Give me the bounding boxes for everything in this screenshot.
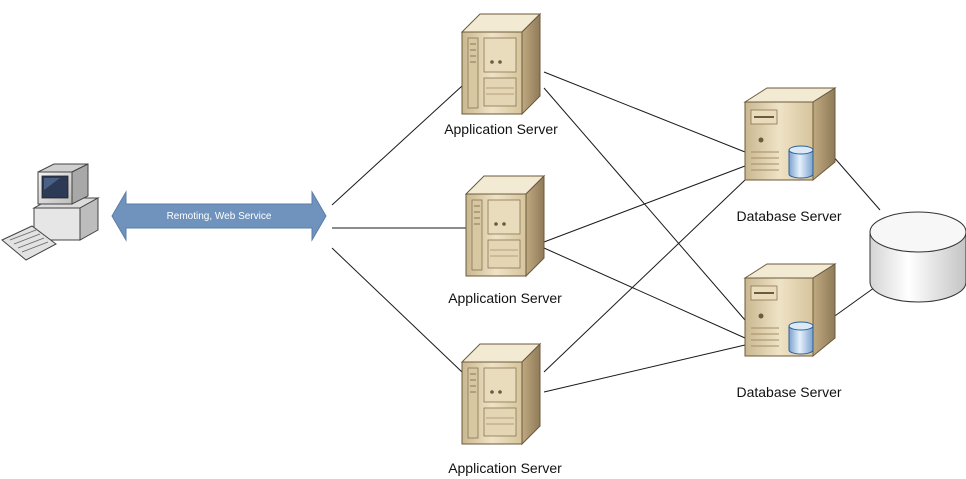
db-server-1: Database Server (736, 87, 842, 224)
db-server-label: Database Server (736, 208, 841, 224)
link-app2-db2 (543, 247, 746, 339)
app-server-3: Application Server (448, 343, 562, 476)
link-hub-app3 (331, 247, 463, 373)
connection-lines (331, 71, 881, 393)
link-app3-db2 (543, 344, 746, 393)
link-app2-db1 (543, 165, 746, 243)
database-server-icon (744, 263, 836, 357)
app-server-label: Application Server (448, 290, 562, 306)
storage-disk-icon (869, 211, 966, 303)
tower-server-icon (461, 343, 541, 445)
workstation-icon (1, 163, 100, 261)
database-server-icon (744, 87, 836, 181)
link-db2-storage (831, 284, 879, 319)
app-server-2: Application Server (448, 175, 562, 306)
app-server-label: Application Server (444, 121, 558, 137)
arrow-label: Remoting, Web Service (167, 211, 272, 222)
db-server-label: Database Server (736, 384, 841, 400)
app-server-label: Application Server (448, 460, 562, 476)
tower-server-icon (461, 13, 541, 115)
db-server-2: Database Server (736, 263, 842, 400)
link-hub-app1 (331, 85, 463, 206)
app-server-1: Application Server (444, 13, 558, 137)
double-arrow-icon (111, 190, 327, 242)
connection-arrow: Remoting, Web Service (111, 190, 327, 242)
link-app3-db1 (543, 179, 746, 373)
link-app1-db1 (543, 71, 746, 153)
tower-server-icon (465, 175, 545, 277)
link-db1-storage (831, 154, 881, 211)
